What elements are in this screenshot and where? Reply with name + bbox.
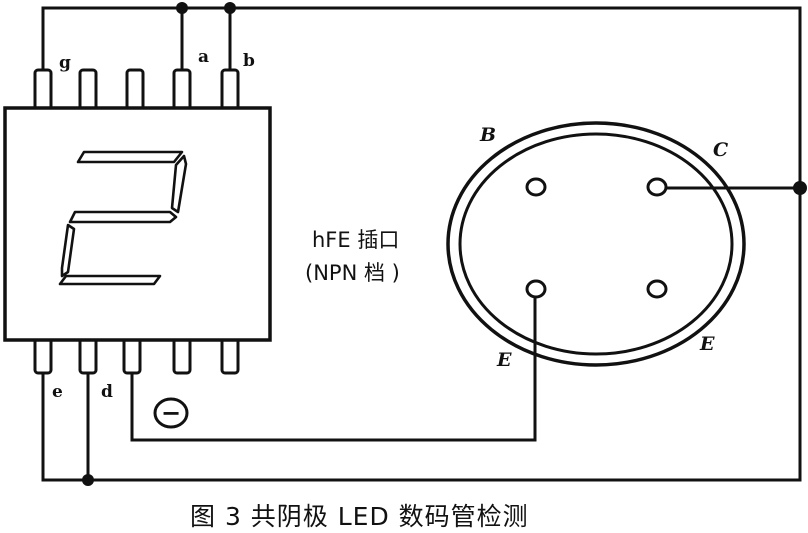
hole-c (646, 177, 668, 197)
pin-bottom-4 (172, 335, 192, 375)
display-body (3, 106, 272, 342)
minus-sign: − (161, 399, 181, 427)
top-pins (33, 68, 240, 112)
minus-circle-icon (153, 397, 189, 429)
socket-label-line1: hFE 插口 (312, 228, 399, 252)
hole-label-b: B (479, 124, 496, 146)
socket-inner-ring (458, 132, 734, 356)
common-cathode-symbol: − (153, 397, 189, 429)
wire-left (41, 366, 90, 482)
wire-common-e (130, 288, 537, 442)
socket-outer-ring (446, 121, 746, 367)
pin-top-2 (78, 68, 98, 112)
socket-holes (525, 177, 668, 299)
pin-label-g: g (59, 53, 71, 73)
hole-label-e-right: E (699, 333, 715, 355)
wire-right-bottom (86, 186, 802, 482)
segment-e (60, 223, 76, 278)
junction-dot (793, 181, 807, 195)
hole-b (525, 177, 547, 197)
hfe-socket: B C E E (446, 121, 746, 371)
pin-label-d: d (101, 382, 113, 402)
wire-top (41, 6, 802, 190)
led-display: 2 g a b e d − (3, 47, 272, 429)
pin-label-a: a (198, 47, 209, 67)
junction-dot (82, 474, 94, 486)
pin-label-e: e (52, 382, 63, 402)
segment-b (170, 154, 188, 214)
segment-g (68, 210, 178, 224)
pin-a (172, 68, 192, 112)
pin-g (33, 68, 53, 112)
hole-e-left (525, 279, 547, 299)
digit-2-segments (58, 150, 188, 286)
hole-label-c: C (713, 139, 728, 161)
hole-label-e-left: E (496, 349, 512, 371)
wiring (41, 6, 802, 482)
pin-d (78, 335, 98, 375)
junction-dot (224, 2, 236, 14)
pin-top-3 (125, 68, 145, 112)
figure-caption: 图 3 共阴极 LED 数码管检测 (190, 502, 529, 531)
pin-label-b: b (243, 51, 255, 71)
pin-b (220, 68, 240, 112)
segment-d (58, 274, 162, 286)
pin-bottom-5 (220, 335, 240, 375)
socket-label-line2: (NPN 档 ) (305, 261, 400, 285)
junctions (82, 2, 807, 486)
pin-common (122, 335, 142, 375)
pin-e (33, 335, 53, 375)
hole-e-right (646, 279, 668, 299)
bottom-pins (33, 335, 240, 375)
junction-dot (176, 2, 188, 14)
segment-a (76, 150, 184, 164)
